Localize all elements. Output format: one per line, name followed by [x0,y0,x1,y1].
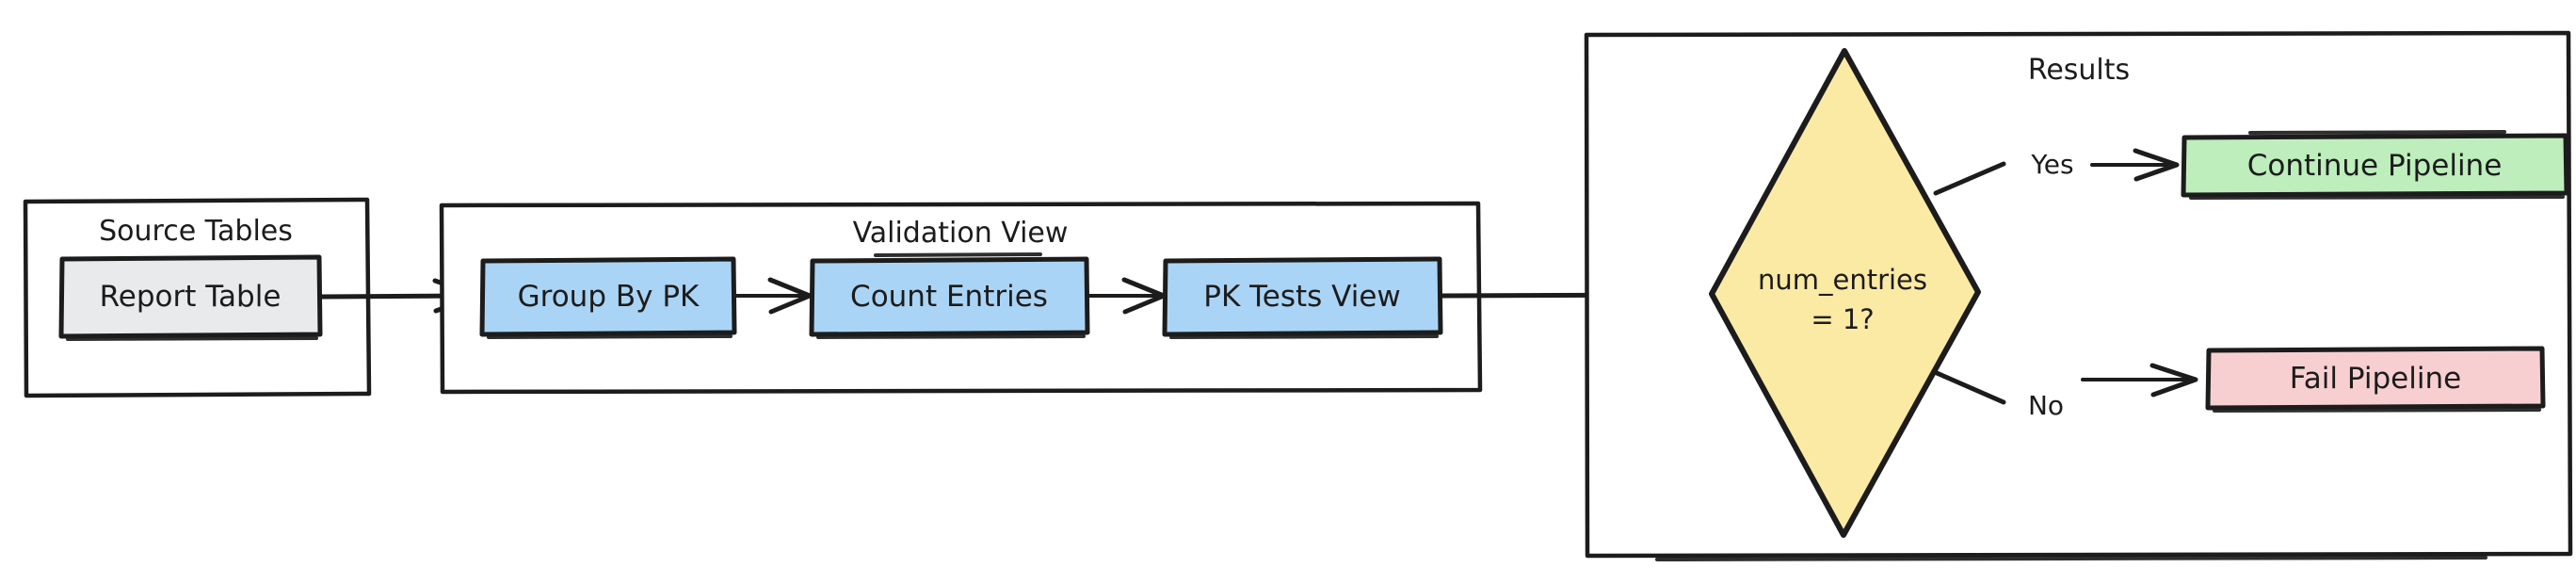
decision-diamond-shape [1709,48,1981,538]
group-by-pk-shadow [487,334,733,339]
report-table-label: Report Table [100,280,282,314]
edge-label-yes: Yes [2030,149,2073,180]
count-entries-top-shadow [874,252,1042,257]
continue-pipeline-label: Continue Pipeline [2247,149,2503,183]
pk-tests-view-rect [1162,256,1443,337]
fail-pipeline-rect [2205,346,2546,411]
source-tables-title: Source Tables [99,215,293,248]
count-entries-rect [809,256,1090,337]
fail-pipeline-shadow [2213,408,2541,413]
edge-label-no: No [2028,390,2064,421]
decision-label-line1: num_entries [1758,264,1927,296]
edge-no-branch: No [1934,363,2198,421]
continue-pipeline-rect [2181,133,2569,198]
results-frame-shadow [1655,556,2487,561]
group-by-pk-rect [479,256,737,337]
decision-label-line2: = 1? [1811,303,1874,335]
group-source-tables: Source Tables Report Table [23,197,372,398]
node-pk-tests-view[interactable]: PK Tests View [1162,256,1443,339]
node-report-table[interactable]: Report Table [58,254,323,341]
arrow-head-icon [2133,148,2180,182]
group-results: Results num_entries = 1? Yes Continue Pi… [1584,30,2573,561]
results-title: Results [2028,54,2130,87]
edge-yes-branch: Yes [1933,148,2180,196]
node-continue-pipeline[interactable]: Continue Pipeline [2181,130,2569,200]
pk-tests-view-label: PK Tests View [1203,280,1401,314]
continue-pipeline-shadow [2189,195,2565,200]
node-fail-pipeline[interactable]: Fail Pipeline [2205,346,2546,413]
no-branch-line [1934,370,2006,405]
arrow-head-icon [2149,363,2198,397]
fail-pipeline-label: Fail Pipeline [2290,362,2461,396]
arrow-group-by-pk-to-count-entries [734,277,813,315]
node-count-entries[interactable]: Count Entries [809,252,1090,339]
yes-branch-line [1933,161,2006,196]
node-num-entries-decision[interactable]: num_entries = 1? [1709,48,1981,538]
node-group-by-pk[interactable]: Group By PK [479,256,737,339]
count-entries-label: Count Entries [850,280,1048,314]
arrow-head-icon [767,277,813,315]
group-by-pk-label: Group By PK [518,280,700,314]
report-table-rect [58,254,323,339]
pk-tests-view-shadow [1169,334,1439,339]
validation-view-title: Validation View [853,217,1069,250]
report-table-shadow [66,336,318,341]
count-entries-shadow [816,334,1086,339]
group-validation-view: Validation View Group By PK Count Entrie… [439,201,1483,395]
continue-pipeline-top-shadow [2248,130,2506,135]
